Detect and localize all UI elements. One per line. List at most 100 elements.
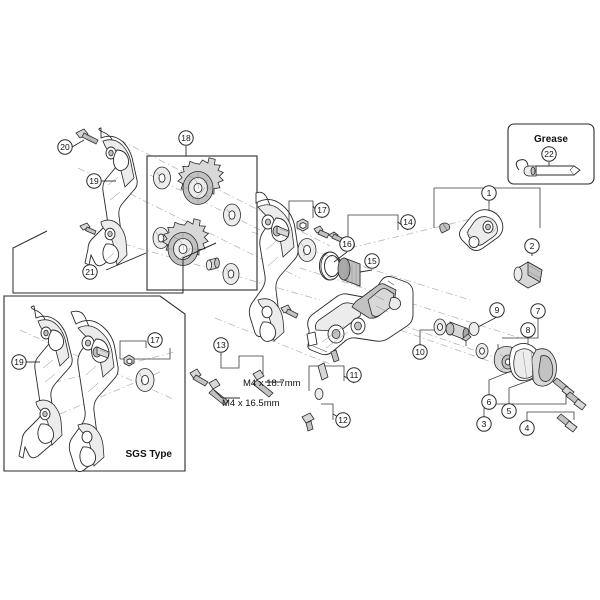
callout-13-text: 13 [216,340,226,350]
part-10-adjuster [419,318,470,346]
bracket-21-outline [12,230,217,294]
callout-8: 8 [520,322,536,338]
callout-16-text: 16 [342,239,352,249]
callout-17b-text: 17 [150,335,160,345]
cage-pivot-bolt [272,225,290,238]
sgs-type-label: SGS Type [126,449,173,460]
callout-18-text: 18 [181,133,191,143]
callout-19b: 19 [11,354,27,370]
callout-2-text: 2 [530,241,535,251]
part-5-6-gasket-cap [488,343,557,410]
callout-6-text: 6 [487,397,492,407]
callout-21: 21 [82,264,98,280]
pulley-bolt [75,128,99,145]
grease-tube [515,159,581,177]
cage-washer-17-sgs [135,368,155,392]
part-2-stopper-pin [513,238,543,289]
callout-14: 14 [400,214,416,230]
pulley-wheel-upper [153,157,241,227]
callout-15-text: 15 [367,256,377,266]
bolt-m4-18-7 [252,369,274,398]
callout-1-text: 1 [487,188,492,198]
part-17-fasteners-sgs [119,332,171,392]
part-3-4-screws [483,377,587,433]
callout-11: 11 [346,367,362,383]
guide-pulley [177,157,225,205]
callout-18: 18 [178,130,194,146]
callout-12-text: 12 [338,415,348,425]
callout-10: 10 [412,344,428,360]
callout-9: 9 [489,302,505,318]
pulley-wheel-group-box [146,146,258,291]
retaining-clip [439,222,451,234]
screw-c [556,413,578,433]
callout-21-text: 21 [85,267,95,277]
callout-8-text: 8 [526,325,531,335]
inner-cage-plate-long [18,305,73,459]
part-9-clip [461,316,498,342]
callout-leaders [26,139,116,363]
callout-14-text: 14 [403,217,413,227]
pulley-washer [223,203,241,227]
callout-15: 15 [364,253,380,269]
cage-stop-nut-sgs [123,354,135,367]
callout-7-text: 7 [536,306,541,316]
callout-4: 4 [519,420,535,436]
callout-19: 19 [86,173,102,189]
part-12-bolt [301,388,344,432]
grease-box-title: Grease [534,134,568,145]
grease-box: Grease [507,123,595,185]
callout-20: 20 [57,139,73,155]
cage-pivot-bolt-sgs [92,346,110,359]
callout-13: 13 [213,337,229,353]
callout-4-text: 4 [525,423,530,433]
callout-9-text: 9 [495,305,500,315]
callout-3: 3 [476,416,492,432]
callout-12: 12 [335,412,351,428]
callout-17b: 17 [147,332,163,348]
pulley-bolt-lower [79,222,97,236]
screw-long-label: M4 x 18.7mm [243,378,301,389]
outer-cage-plate-short [248,191,299,342]
cage-bolt-right-sgs [189,368,209,387]
part-15-bushing [337,257,373,287]
callout-3-text: 3 [482,419,487,429]
callout-6: 6 [481,394,497,410]
pulley-washer [153,166,171,190]
callout-22-text: 22 [544,149,554,159]
outer-cage-plate-long [68,310,119,473]
screw-short-label: M4 x 16.5mm [222,398,280,409]
part-17-fasteners [288,200,323,262]
callout-2: 2 [524,238,540,254]
callout-5: 5 [501,403,517,419]
screw-b [565,391,587,411]
cage-washer-17 [297,238,317,262]
callout-20-text: 20 [60,142,70,152]
part-13-fixing-bolts [208,353,282,406]
callout-16: 16 [339,236,355,252]
callout-22: 22 [541,146,557,162]
callout-17: 17 [314,202,330,218]
pulley-bushing [205,257,220,271]
callout-bubbles: 1 2 3 4 5 6 7 8 9 10 11 12 13 14 15 16 1… [11,130,557,436]
main-body-housing [306,276,414,356]
callout-19b-text: 19 [14,357,24,367]
part-1-bracket-axle [433,187,541,251]
callout-11-text: 11 [350,370,359,380]
callout-19-text: 19 [89,176,99,186]
callout-1: 1 [481,185,497,201]
cage-bolt-lower [280,304,299,319]
cage-stop-nut [296,218,309,232]
callout-7: 7 [530,303,546,319]
inner-cage-plate-short [75,127,138,267]
tension-pulley [162,218,210,266]
pulley-wheel-lower [152,218,240,285]
callout-17-text: 17 [317,205,327,215]
sgs-type-box: SGS Type [3,295,186,473]
callout-10-text: 10 [415,347,425,357]
pulley-washer [222,263,240,285]
callout-5-text: 5 [507,406,512,416]
